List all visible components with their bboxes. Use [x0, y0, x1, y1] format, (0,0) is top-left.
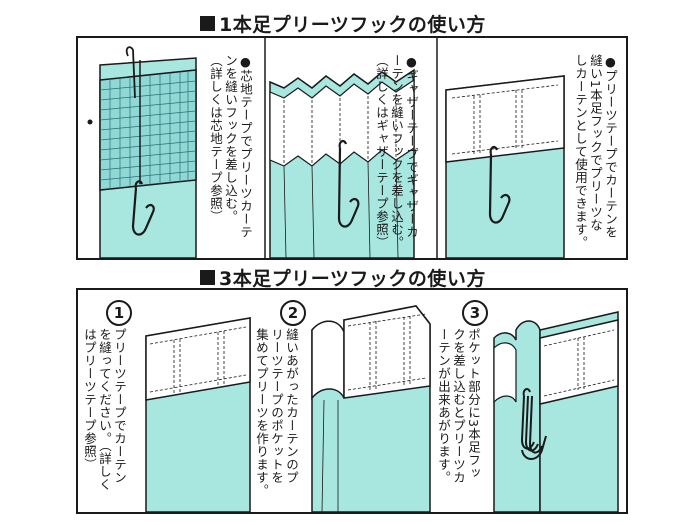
step1-illustration [145, 317, 251, 512]
panel1-text: ●芯地テープでプリーツカーテ ンを縫いフックを差し込む。 （詳しくは芯地テープ参… [208, 54, 253, 239]
title-square-icon [200, 270, 215, 285]
title-square-icon [200, 16, 215, 31]
step1-text: プリーツテープでカーテン を縫ってください。（詳しく はプリーツテープ参照） [82, 328, 127, 491]
panel-divider [264, 38, 266, 258]
panel3-illustration [445, 75, 565, 258]
section1-frame: ●芯地テープでプリーツカーテ ンを縫いフックを差し込む。 （詳しくは芯地テープ参… [76, 36, 628, 260]
panel2-text: ●ギャザーテープでギャザーカ ーテンを縫いフックを差し込む。 （詳しくはギャザー… [374, 54, 419, 249]
step1-number: 1 [106, 300, 132, 326]
step2-illustration [311, 305, 431, 512]
panel2-illustration [269, 68, 415, 258]
step3-text: ポケット部分に3本足フッ クを差し込むとプリーツカ ーテンが出来あがります。 [436, 328, 481, 484]
step2-text: 縫いあがったカーテンのプ リーツテープのポケットを 集めてプリーツを作ります。 [254, 328, 299, 497]
step2-number: 2 [280, 300, 306, 326]
section2-title: 3本足プリーツフックの使い方 [200, 264, 486, 291]
panel3-text: ●プリーツテープでカーテンを 縫い1本足フックでプリーツな しカーテンとして使用… [573, 54, 618, 249]
section2-frame: 1 プリーツテープでカーテン を縫ってください。（詳しく はプリーツテープ参照）… [76, 288, 628, 514]
step3-number: 3 [462, 300, 488, 326]
section1-title: 1本足プリーツフックの使い方 [200, 10, 486, 37]
panel-divider [436, 38, 438, 258]
step3-illustration [493, 311, 619, 512]
panel1-illustration [87, 46, 197, 258]
